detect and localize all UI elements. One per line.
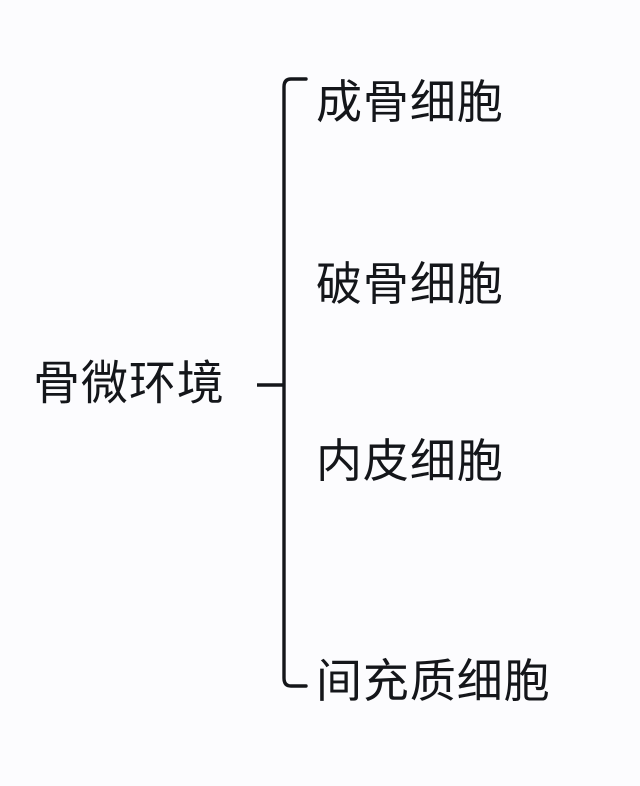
branch-node-label: 内皮细胞 (316, 436, 504, 487)
branch-node-label: 间充质细胞 (316, 656, 551, 707)
bracket-spine-path (282, 77, 308, 688)
root-node-label: 骨微环境 (33, 358, 225, 411)
branch-node-label: 成骨细胞 (316, 77, 504, 128)
branch-node-label: 破骨细胞 (316, 259, 504, 310)
